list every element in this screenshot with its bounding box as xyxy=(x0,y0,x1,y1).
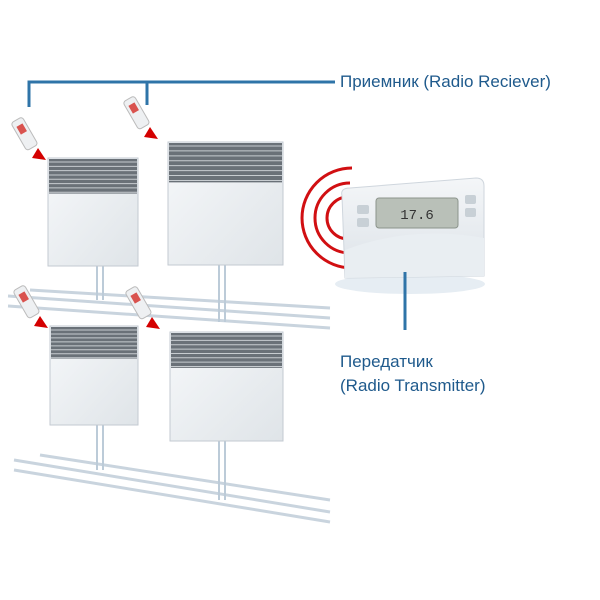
radio-receiver-icon xyxy=(123,96,158,139)
thermostat-display: 17.6 xyxy=(400,208,434,224)
signal-arrow-icon xyxy=(32,148,46,160)
pipes-lower xyxy=(13,453,331,524)
radio-signal-icon xyxy=(300,166,353,270)
receiver-leader-line xyxy=(27,80,335,107)
signal-arrow-icon xyxy=(146,317,160,329)
convector-heater xyxy=(167,141,284,322)
signal-arrow-icon xyxy=(144,127,158,139)
convector-heater xyxy=(49,325,139,470)
signal-arrow-icon xyxy=(34,316,48,328)
receiver-label: Приемник (Radio Reciever) xyxy=(340,72,551,91)
radio-receiver-icon xyxy=(125,286,160,329)
transmitter-label-en: (Radio Transmitter) xyxy=(340,376,486,395)
pipes-upper xyxy=(7,288,331,330)
radio-receiver-icon xyxy=(11,117,46,160)
radio-receiver-icon xyxy=(13,285,48,328)
thermostat-transmitter: 17.6 xyxy=(300,166,485,294)
convector-heater xyxy=(169,331,284,500)
transmitter-label-ru: Передатчик xyxy=(340,352,433,371)
convector-heater xyxy=(47,157,139,300)
